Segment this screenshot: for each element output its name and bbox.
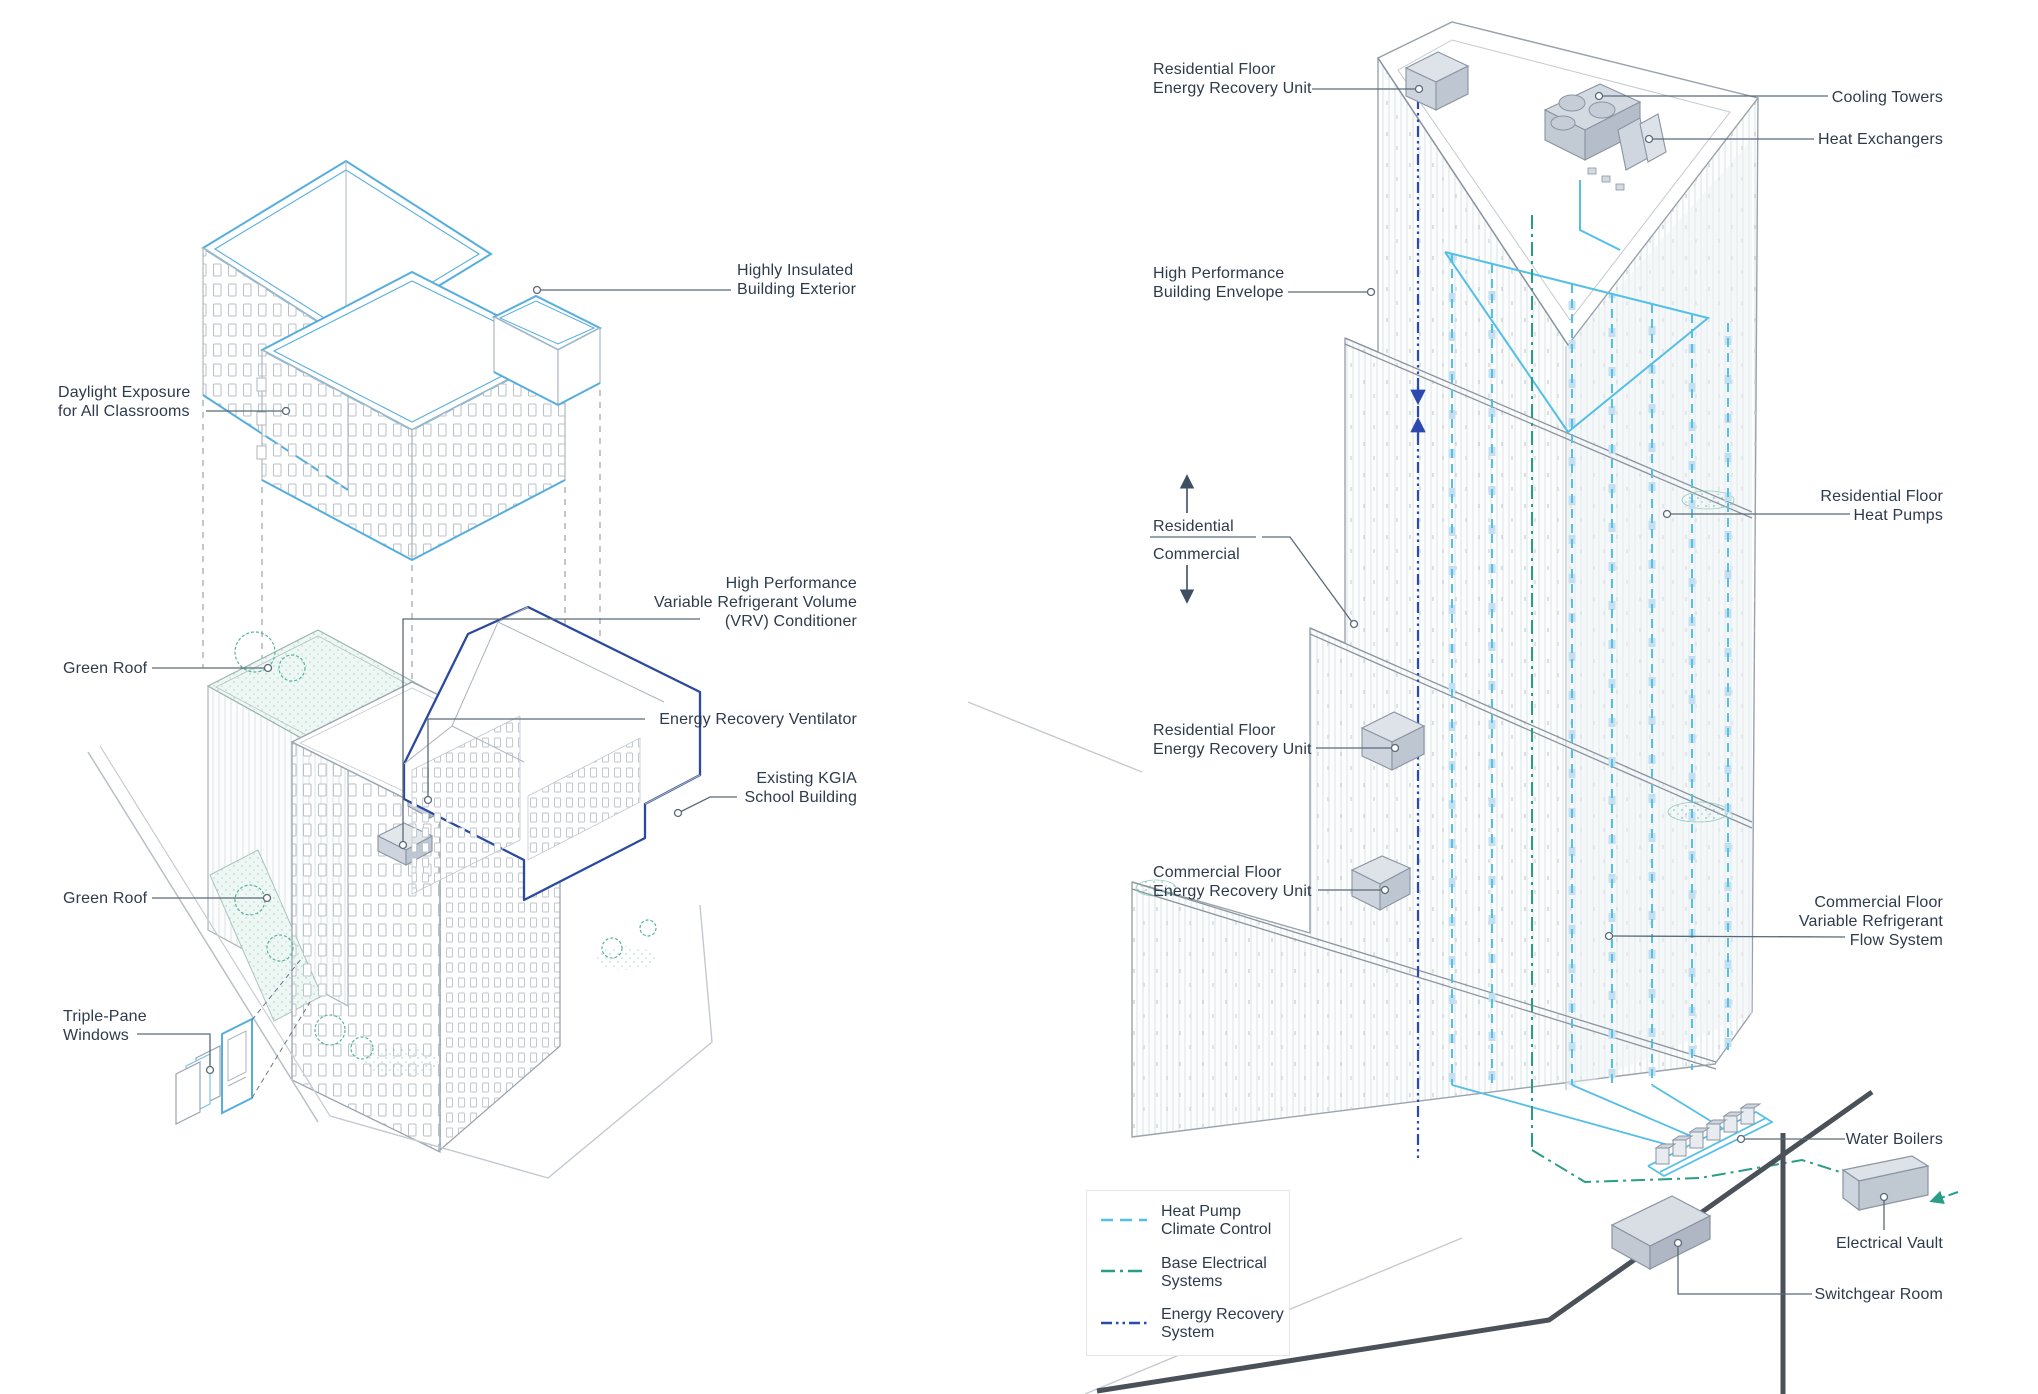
base-electrical-line-sample — [1101, 1269, 1147, 1273]
label-commercial: Commercial — [1153, 546, 1240, 563]
tower — [1131, 21, 1760, 1138]
upper-school-building — [201, 159, 603, 561]
label-green-roof-2: Green Roof — [63, 890, 148, 907]
energy-recovery-units — [1350, 51, 1470, 911]
leader-lines-right — [1150, 84, 1889, 1295]
eru-box-mid — [1360, 711, 1426, 771]
label-eru-commercial: Commercial Floor Energy Recovery Unit — [1153, 864, 1312, 900]
heat-exchangers-graphic — [1617, 113, 1667, 171]
label-eru-top: Residential Floor Energy Recovery Unit — [1153, 61, 1312, 97]
label-existing-kgia: Existing KGIA School Building — [744, 770, 857, 806]
label-highly-insulated: Highly Insulated Building Exterior — [737, 262, 857, 298]
kgia-existing-building — [402, 605, 702, 902]
label-vrv-conditioner: High Performance Variable Refrigerant Vo… — [654, 575, 857, 630]
left-diagram — [87, 159, 737, 1179]
label-residential-heat-pumps: Residential Floor Heat Pumps — [1820, 488, 1943, 524]
label-heat-exchangers: Heat Exchangers — [1818, 131, 1943, 148]
ground-and-landscape — [87, 631, 713, 1179]
label-green-roof-1: Green Roof — [63, 660, 148, 677]
label-daylight-exposure: Daylight Exposure for All Classrooms — [58, 384, 191, 420]
triple-pane-window-detail — [175, 957, 311, 1125]
leader-lines-left — [137, 285, 737, 1075]
label-electrical-vault: Electrical Vault — [1835, 1235, 1943, 1252]
label-cooling-towers: Cooling Towers — [1831, 89, 1943, 106]
legend-label-base-electrical: Base Electrical Systems — [1161, 1255, 1267, 1290]
water-boilers-graphic — [1654, 1103, 1762, 1165]
ground-infrastructure — [1096, 1089, 1930, 1394]
heat-pump-line-sample — [1101, 1218, 1147, 1222]
label-vrf-system: Commercial Floor Variable Refrigerant Fl… — [1798, 894, 1943, 949]
roof-misc — [1587, 167, 1625, 191]
eru-box-top — [1404, 51, 1470, 111]
right-diagram — [967, 21, 1959, 1394]
label-water-boilers: Water Boilers — [1845, 1131, 1943, 1148]
eru-box-commercial — [1350, 855, 1412, 911]
label-residential: Residential — [1153, 518, 1234, 535]
legend-label-energy-recovery: Energy Recovery System — [1161, 1306, 1284, 1341]
switchgear-graphic — [1610, 1195, 1712, 1271]
electrical-vault-graphic — [1841, 1155, 1930, 1212]
label-triple-pane-windows: Triple-Pane Windows — [63, 1008, 147, 1044]
energy-recovery-line-sample — [1101, 1321, 1147, 1325]
label-switchgear-room: Switchgear Room — [1814, 1286, 1943, 1303]
legend-label-heat-pump: Heat Pump Climate Control — [1161, 1203, 1272, 1238]
label-energy-recovery-ventilator: Energy Recovery Ventilator — [659, 711, 857, 728]
label-building-envelope: High Performance Building Envelope — [1153, 265, 1285, 301]
label-eru-mid: Residential Floor Energy Recovery Unit — [1153, 722, 1312, 758]
legend: Heat Pump Climate Control Base Electrica… — [1086, 1190, 1290, 1356]
